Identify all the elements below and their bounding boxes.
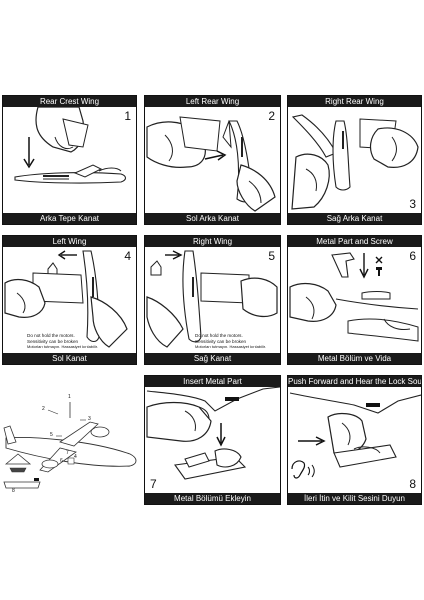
- step-8-title: Push Forward and Hear the Lock Sound: [288, 376, 422, 387]
- step-6-title: Metal Part and Screw: [288, 236, 421, 247]
- part-number-4: 4: [74, 454, 77, 460]
- step-5-number: 5: [268, 249, 275, 263]
- warning-line-1: Do not hold the motors.: [195, 333, 243, 339]
- step-7-illustration: [146, 387, 280, 480]
- step-4-illustration: [4, 250, 128, 348]
- step-5-panel: Right Wing 5 Do not hold the motors. Sen…: [144, 235, 281, 365]
- step-8-illustration: [289, 392, 421, 479]
- part-number-8: 8: [12, 488, 15, 494]
- step-2-subtitle: Sol Arka Kanat: [145, 213, 280, 224]
- step-7-title: Insert Metal Part: [145, 376, 280, 387]
- step-3-panel: Right Rear Wing 3 Sağ Arka Kanat: [287, 95, 422, 225]
- step-1-number: 1: [124, 109, 131, 123]
- airplane-overview-diagram: 1 2 3 4 5 6 7 8: [0, 392, 140, 500]
- warning-note-right: Do not hold the motors. Sensitivity can …: [195, 333, 266, 350]
- step-8-panel: Push Forward and Hear the Lock Sound 8 İ…: [287, 375, 422, 505]
- step-3-number: 3: [409, 197, 416, 211]
- step-7-panel: Insert Metal Part 7 Metal Bölümü Ekleyin: [144, 375, 281, 505]
- step-2-number: 2: [268, 109, 275, 123]
- step-1-title: Rear Crest Wing: [3, 96, 136, 107]
- step-6-subtitle: Metal Bölüm ve Vida: [288, 353, 421, 364]
- step-1-panel: Rear Crest Wing 1 Arka Tepe Kanat: [2, 95, 137, 225]
- part-number-5: 5: [50, 432, 53, 438]
- step-6-number: 6: [409, 249, 416, 263]
- step-3-subtitle: Sağ Arka Kanat: [288, 213, 421, 224]
- step-6-panel: Metal Part and Screw 6 Metal Bölüm ve Vi…: [287, 235, 422, 365]
- warning-note-left: Do not hold the motors. Sensitivity can …: [27, 333, 98, 350]
- step-7-subtitle: Metal Bölümü Ekleyin: [145, 493, 280, 504]
- warning-line-3: Motorları tutmayın. Hassasiyet kırılabil…: [27, 344, 98, 350]
- step-1-subtitle: Arka Tepe Kanat: [3, 213, 136, 224]
- warning-line-2: Sensitivity can be broken: [195, 338, 247, 344]
- step-2-panel: Left Rear Wing 2 Sol Arka Kanat: [144, 95, 281, 225]
- step-8-subtitle: İleri İtin ve Kilit Sesini Duyun: [288, 493, 421, 504]
- step-5-illustration: [146, 250, 278, 348]
- step-4-title: Left Wing: [3, 236, 136, 247]
- part-number-7: 7: [66, 450, 69, 456]
- step-4-number: 4: [124, 249, 131, 263]
- airplane-exploded-view: [3, 402, 137, 489]
- part-number-1: 1: [68, 394, 71, 400]
- step-1-illustration: [14, 107, 127, 184]
- step-7-number: 7: [150, 477, 157, 491]
- step-3-title: Right Rear Wing: [288, 96, 421, 107]
- step-2-illustration: [146, 116, 276, 212]
- warning-line-1: Do not hold the motors.: [27, 333, 75, 339]
- step-4-subtitle: Sol Kanat: [3, 353, 136, 364]
- step-2-title: Left Rear Wing: [145, 96, 280, 107]
- warning-line-2: Sensitivity can be broken: [27, 338, 79, 344]
- step-5-title: Right Wing: [145, 236, 280, 247]
- step-8-number: 8: [409, 477, 416, 491]
- step-6-illustration: [289, 252, 419, 342]
- step-5-subtitle: Sağ Kanat: [145, 353, 280, 364]
- part-number-2: 2: [42, 406, 45, 412]
- part-number-3: 3: [88, 416, 91, 422]
- step-4-panel: Left Wing 4 Do not hold the motors. Sens…: [2, 235, 137, 365]
- step-3-illustration: [291, 114, 419, 210]
- part-number-6: 6: [60, 458, 63, 464]
- warning-line-3: Motorları tutmayın. Hassasiyet kırılabil…: [195, 344, 266, 350]
